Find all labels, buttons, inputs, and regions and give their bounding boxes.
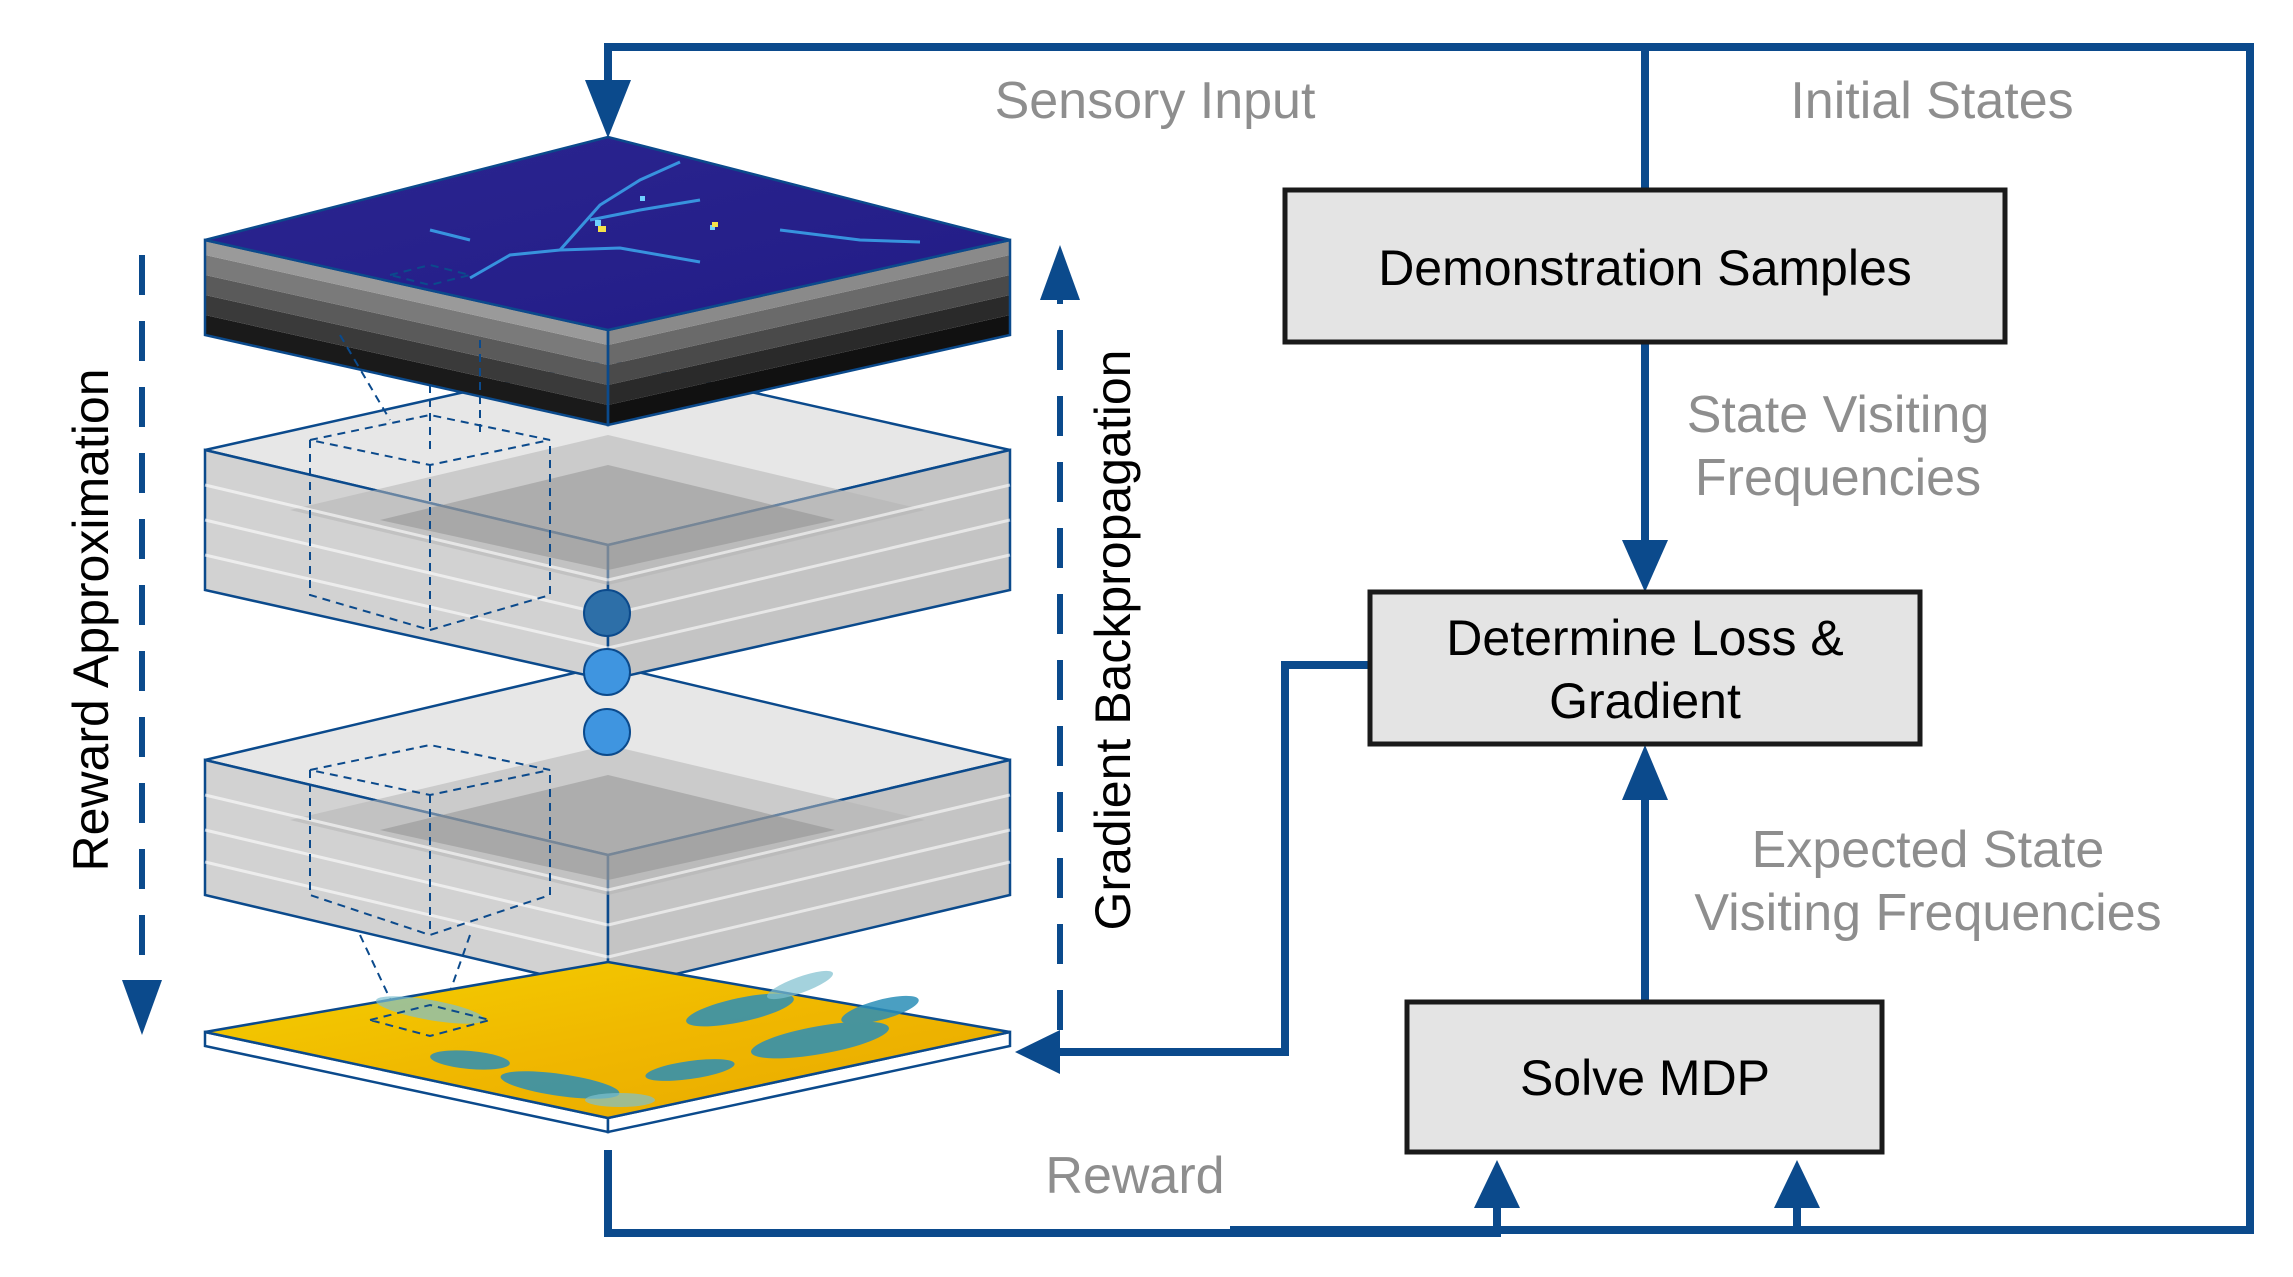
sensory-input-map [203,135,1012,450]
node-2 [583,648,631,696]
loss-label-line2: Gradient [1549,673,1741,729]
arrowhead-mdp-left [1474,1160,1520,1208]
grad-backprop-label: Gradient Backpropagation [1085,350,1141,931]
demo-label: Demonstration Samples [1378,240,1912,296]
loss-to-reward-line [1050,661,1370,1056]
loss-label-line1: Determine Loss & [1446,610,1843,666]
arrowhead-input [585,80,631,138]
solve-mdp-box: Solve MDP [1404,999,1885,1155]
demonstration-samples-box: Demonstration Samples [1282,187,2008,345]
initial-states-label: Initial States [1790,72,2073,130]
esvf-label-line1: Expected State [1752,821,2105,879]
svf-label-line2: Frequencies [1695,449,1981,507]
reward-label: Reward [1045,1147,1224,1205]
flow-lines [604,43,2254,1237]
hidden-nodes [583,589,631,756]
arrowhead-reward-map [1015,1030,1060,1074]
loop-top-line [604,43,2254,1234]
svf-label-line1: State Visiting [1687,386,1990,444]
grad-backprop-arrow [1040,245,1080,1030]
arrowhead-mdp-right [1774,1160,1820,1208]
esvf-label-line2: Visiting Frequencies [1694,884,2161,942]
determine-loss-box: Determine Loss & Gradient [1367,589,1923,747]
node-3 [583,708,631,756]
mdp-label: Solve MDP [1520,1050,1770,1106]
reward-map [203,960,1012,1134]
reward-approx-arrow [122,255,162,1035]
reward-line [604,1150,1501,1237]
conv-layer-lower [203,663,1012,1021]
arrowhead-loss-top [1622,540,1668,592]
arrowheads [585,80,1820,1208]
sensory-input-label: Sensory Input [995,72,1316,130]
arrowhead-loss-bottom [1622,745,1668,800]
node-1 [583,589,631,637]
reward-approx-label: Reward Approximation [63,368,119,871]
